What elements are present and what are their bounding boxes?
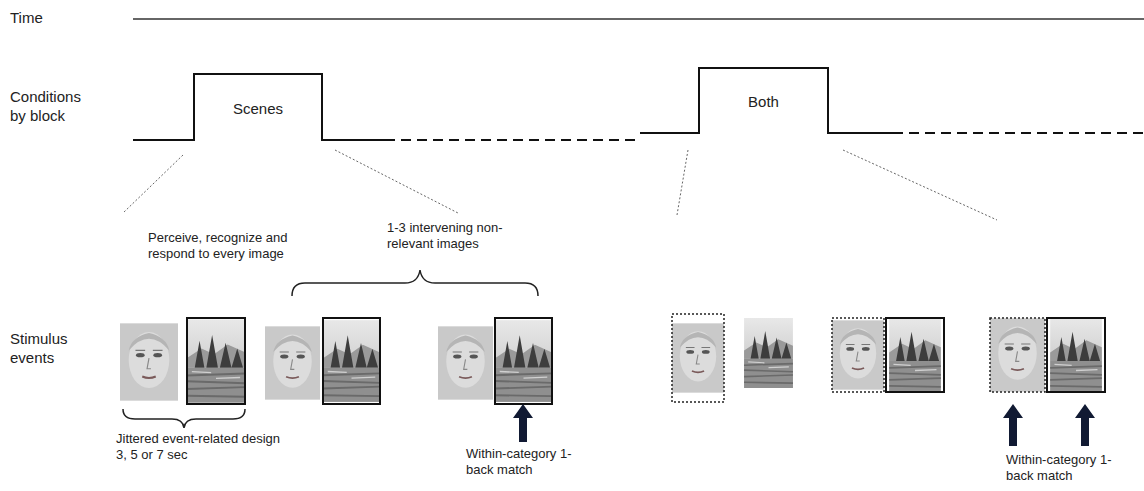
annotation-text: Perceive, recognize and respond to every… [148, 230, 316, 263]
annotation-text: Stimulus events [10, 330, 90, 368]
annotation-text: Conditions by block [10, 88, 98, 126]
annotation-text: Within-category 1-back match [1006, 452, 1126, 485]
annotation-text: Within-category 1-back match [466, 446, 586, 479]
annotation-text: Jittered event-related design 3, 5 or 7 … [116, 431, 288, 464]
condition-label: Both [748, 93, 779, 110]
annotation-text: 1-3 intervening non-relevant images [387, 220, 547, 253]
block-condition: Scenes [193, 73, 323, 141]
condition-label: Scenes [233, 100, 283, 117]
block-condition: Both [698, 67, 829, 134]
annotation-text: Time [10, 9, 80, 28]
